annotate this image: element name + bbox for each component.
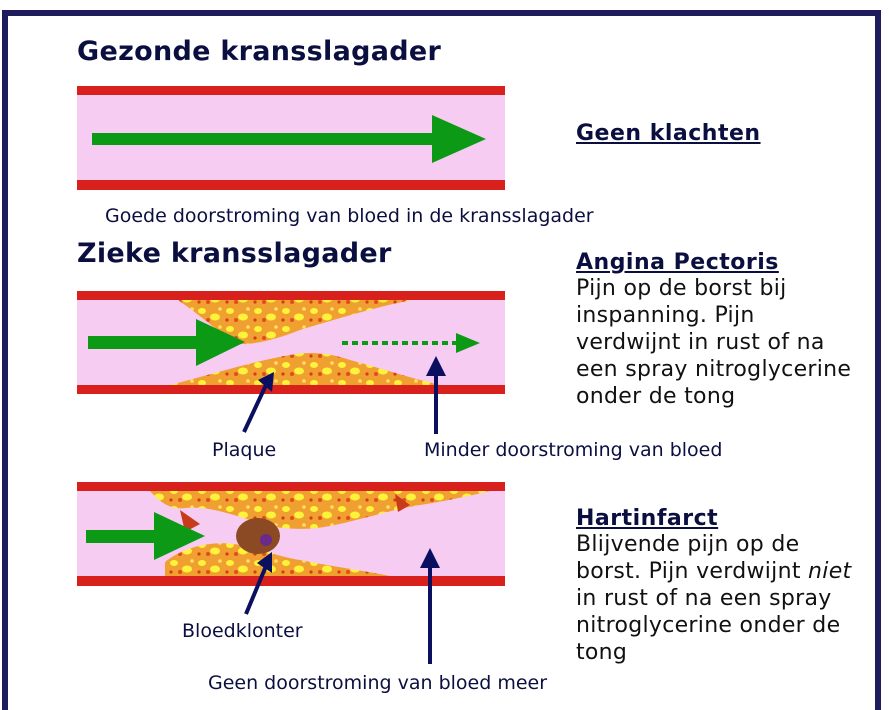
blood-flow-arrow — [88, 336, 206, 349]
healthy-artery — [77, 86, 505, 190]
blood-flow-arrow — [92, 133, 437, 145]
blood-flow-arrow — [86, 530, 158, 543]
blood-clot — [236, 518, 280, 554]
blocked-artery — [77, 482, 505, 664]
narrowed-artery — [77, 291, 505, 434]
